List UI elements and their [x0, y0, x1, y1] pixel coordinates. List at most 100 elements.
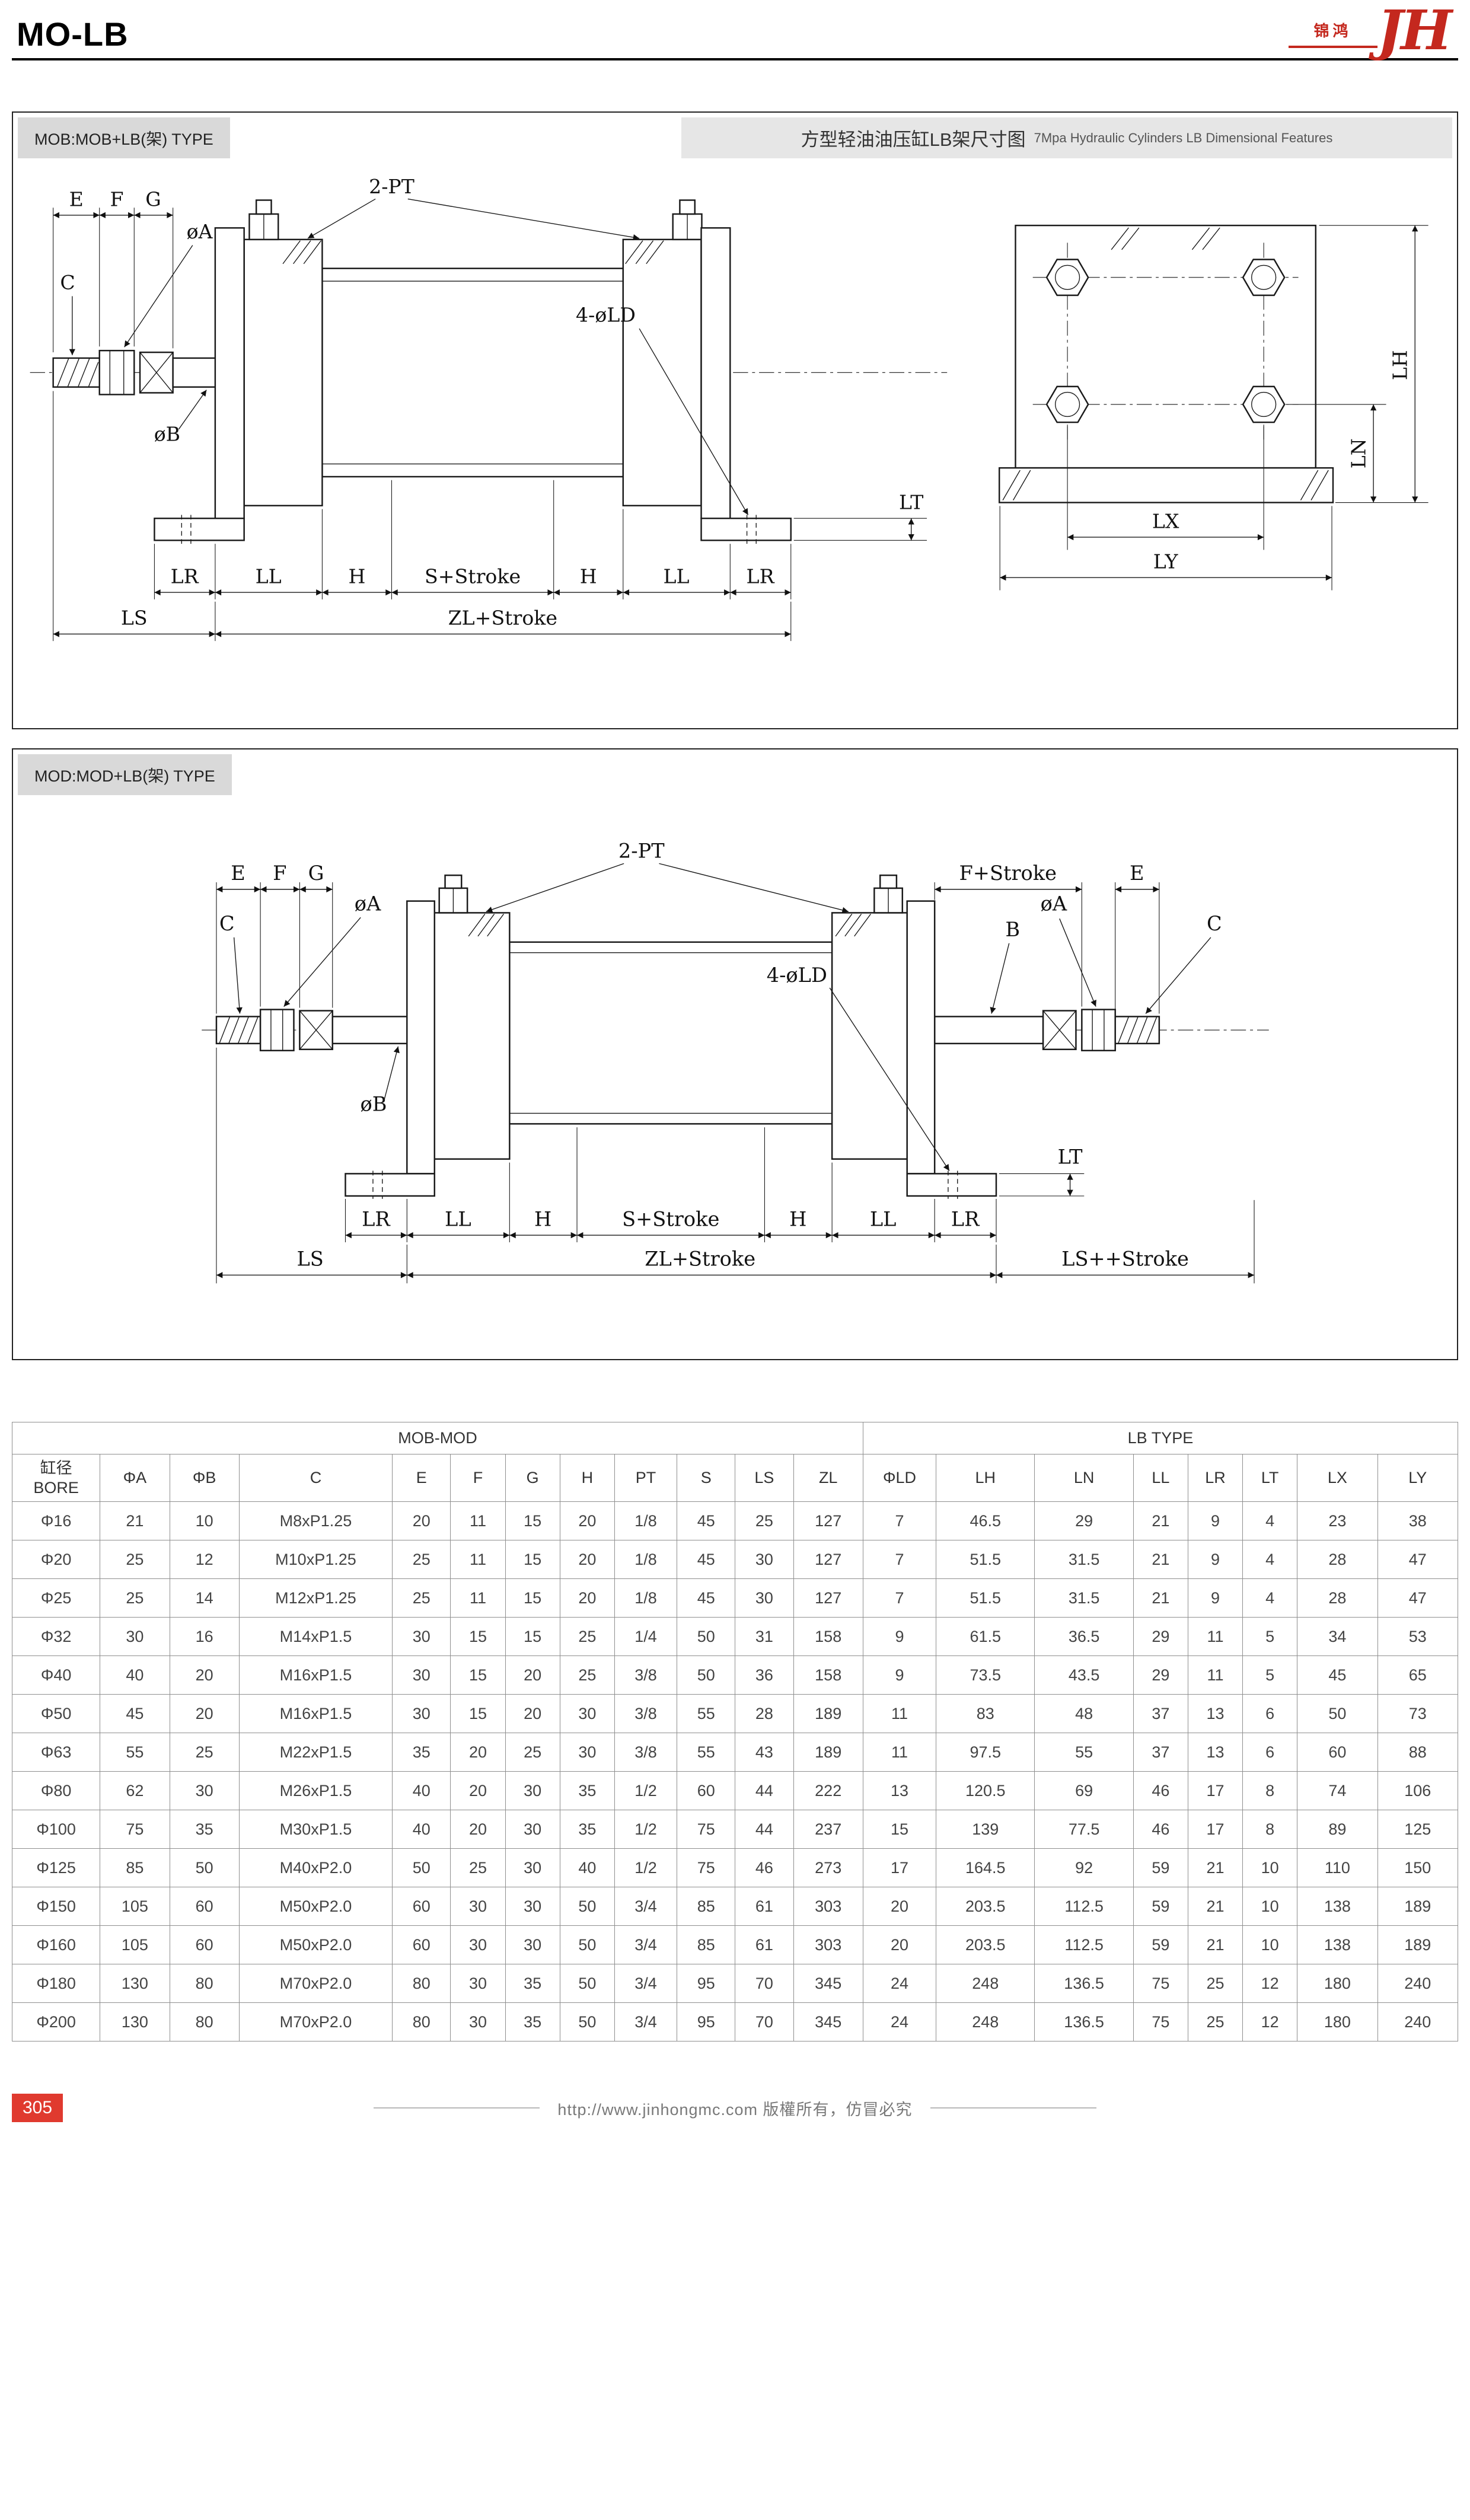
table-cell: 12 — [169, 1540, 240, 1580]
mod-section: MOD:MOD+LB(架) TYPE — [12, 748, 1458, 1361]
section-title-bar: 方型轻油油压缸LB架尺寸图 7Mpa Hydraulic Cylinders L… — [681, 117, 1452, 159]
table-cell: 164.5 — [936, 1848, 1035, 1888]
table-cell: 28 — [1297, 1578, 1378, 1618]
table-cell: M70xP2.0 — [238, 2002, 393, 2042]
table-cell: 127 — [793, 1578, 863, 1618]
table-cell: 189 — [793, 1733, 863, 1772]
dim-label-h-right: H — [789, 1208, 806, 1231]
table-cell: 10 — [1242, 1925, 1298, 1965]
table-cell: 40 — [559, 1848, 615, 1888]
table-cell: 9 — [862, 1617, 937, 1657]
table-cell: 70 — [735, 2002, 794, 2042]
table-cell: 303 — [793, 1887, 863, 1926]
table-cell: 45 — [677, 1501, 736, 1541]
table-cell: 30 — [505, 1887, 560, 1926]
table-cell: 30 — [392, 1694, 451, 1734]
table-cell: 55 — [1034, 1733, 1134, 1772]
dim-label-ls-stroke: LS++Stroke — [1061, 1248, 1189, 1271]
mob-dimensions: E F G 2-PT øA C øB 4-øLD LT — [53, 175, 927, 642]
table-cell: 17 — [862, 1848, 937, 1888]
dim-label-phi-b: øB — [154, 423, 180, 446]
table-cell: 139 — [936, 1810, 1035, 1849]
dim-label-c: C — [60, 271, 75, 294]
table-cell: 4 — [1242, 1540, 1298, 1580]
table-cell: 59 — [1133, 1848, 1188, 1888]
table-cell: 158 — [793, 1655, 863, 1695]
column-header: G — [505, 1454, 560, 1503]
table-cell: 50 — [559, 2002, 615, 2042]
dim-label-phi-a: øA — [187, 220, 213, 243]
table-cell: 9 — [862, 1655, 937, 1695]
dim-label-lr-left: LR — [171, 565, 199, 588]
table-cell: 15 — [505, 1540, 560, 1580]
dim-label-zl-stroke: ZL+Stroke — [448, 607, 557, 630]
header-divider — [12, 58, 1458, 61]
table-cell: 3/4 — [614, 2002, 678, 2042]
table-cell: 6 — [1242, 1733, 1298, 1772]
table-cell: 35 — [559, 1810, 615, 1849]
table-cell: 50 — [559, 1925, 615, 1965]
dim-label-ly: LY — [1153, 550, 1179, 573]
table-cell: 75 — [1133, 1964, 1188, 2004]
table-cell: 105 — [100, 1925, 170, 1965]
table-cell: 60 — [169, 1887, 240, 1926]
table-cell: 3/4 — [614, 1887, 678, 1926]
column-group-header: MOB-MOD — [12, 1422, 863, 1455]
table-cell: 158 — [793, 1617, 863, 1657]
table-cell: 15 — [450, 1617, 506, 1657]
footer-divider-left — [374, 2107, 540, 2109]
table-cell: 20 — [450, 1733, 506, 1772]
cylinder-body — [433, 875, 908, 1160]
table-cell: 35 — [505, 1964, 560, 2004]
table-cell: 30 — [505, 1771, 560, 1811]
table-cell: M16xP1.5 — [238, 1694, 393, 1734]
table-cell: 222 — [793, 1771, 863, 1811]
table-cell: 189 — [1377, 1887, 1459, 1926]
table-cell: 37 — [1133, 1733, 1188, 1772]
table-cell: 12 — [1242, 1964, 1298, 2004]
column-header: F — [450, 1454, 506, 1503]
table-cell: 50 — [392, 1848, 451, 1888]
table-cell: 55 — [677, 1733, 736, 1772]
table-cell: M16xP1.5 — [238, 1655, 393, 1695]
table-cell: 73 — [1377, 1694, 1459, 1734]
table-cell: 50 — [559, 1887, 615, 1926]
table-cell: 112.5 — [1034, 1887, 1134, 1926]
bracket-end-view — [999, 225, 1334, 503]
table-cell: 92 — [1034, 1848, 1134, 1888]
mod-dimensions: E F G F+Stroke E 2-PT øA øA C — [215, 840, 1255, 1284]
table-cell: 50 — [677, 1617, 736, 1657]
table-cell: 55 — [677, 1694, 736, 1734]
table-cell: 20 — [862, 1887, 937, 1926]
table-cell: 21 — [1187, 1848, 1243, 1888]
table-cell: 89 — [1297, 1810, 1378, 1849]
table-cell: Φ160 — [11, 1925, 101, 1965]
table-cell: 240 — [1377, 1964, 1459, 2004]
mod-drawing-side-view: E F G F+Stroke E 2-PT øA øA C — [201, 840, 1269, 1284]
table-cell: 47 — [1377, 1578, 1459, 1618]
footer-text: http://www.jinhongmc.com 版權所有，仿冒必究 — [557, 2100, 913, 2119]
table-cell: 345 — [793, 2002, 863, 2042]
column-header: LH — [936, 1454, 1035, 1503]
table-cell: 85 — [677, 1887, 736, 1926]
table-cell: 24 — [862, 2002, 937, 2042]
table-cell: 20 — [862, 1925, 937, 1965]
table-cell: 61.5 — [936, 1617, 1035, 1657]
table-cell: 189 — [793, 1694, 863, 1734]
table-cell: 75 — [1133, 2002, 1188, 2042]
table-cell: 31.5 — [1034, 1540, 1134, 1580]
mob-drawing-end-view: LN LH LX LY — [999, 225, 1428, 591]
table-cell: 105 — [100, 1887, 170, 1926]
dim-label-s-stroke: S+Stroke — [622, 1208, 719, 1231]
table-cell: 60 — [1297, 1733, 1378, 1772]
table-cell: 29 — [1034, 1501, 1134, 1541]
table-cell: 60 — [392, 1887, 451, 1926]
table-cell: 85 — [677, 1925, 736, 1965]
